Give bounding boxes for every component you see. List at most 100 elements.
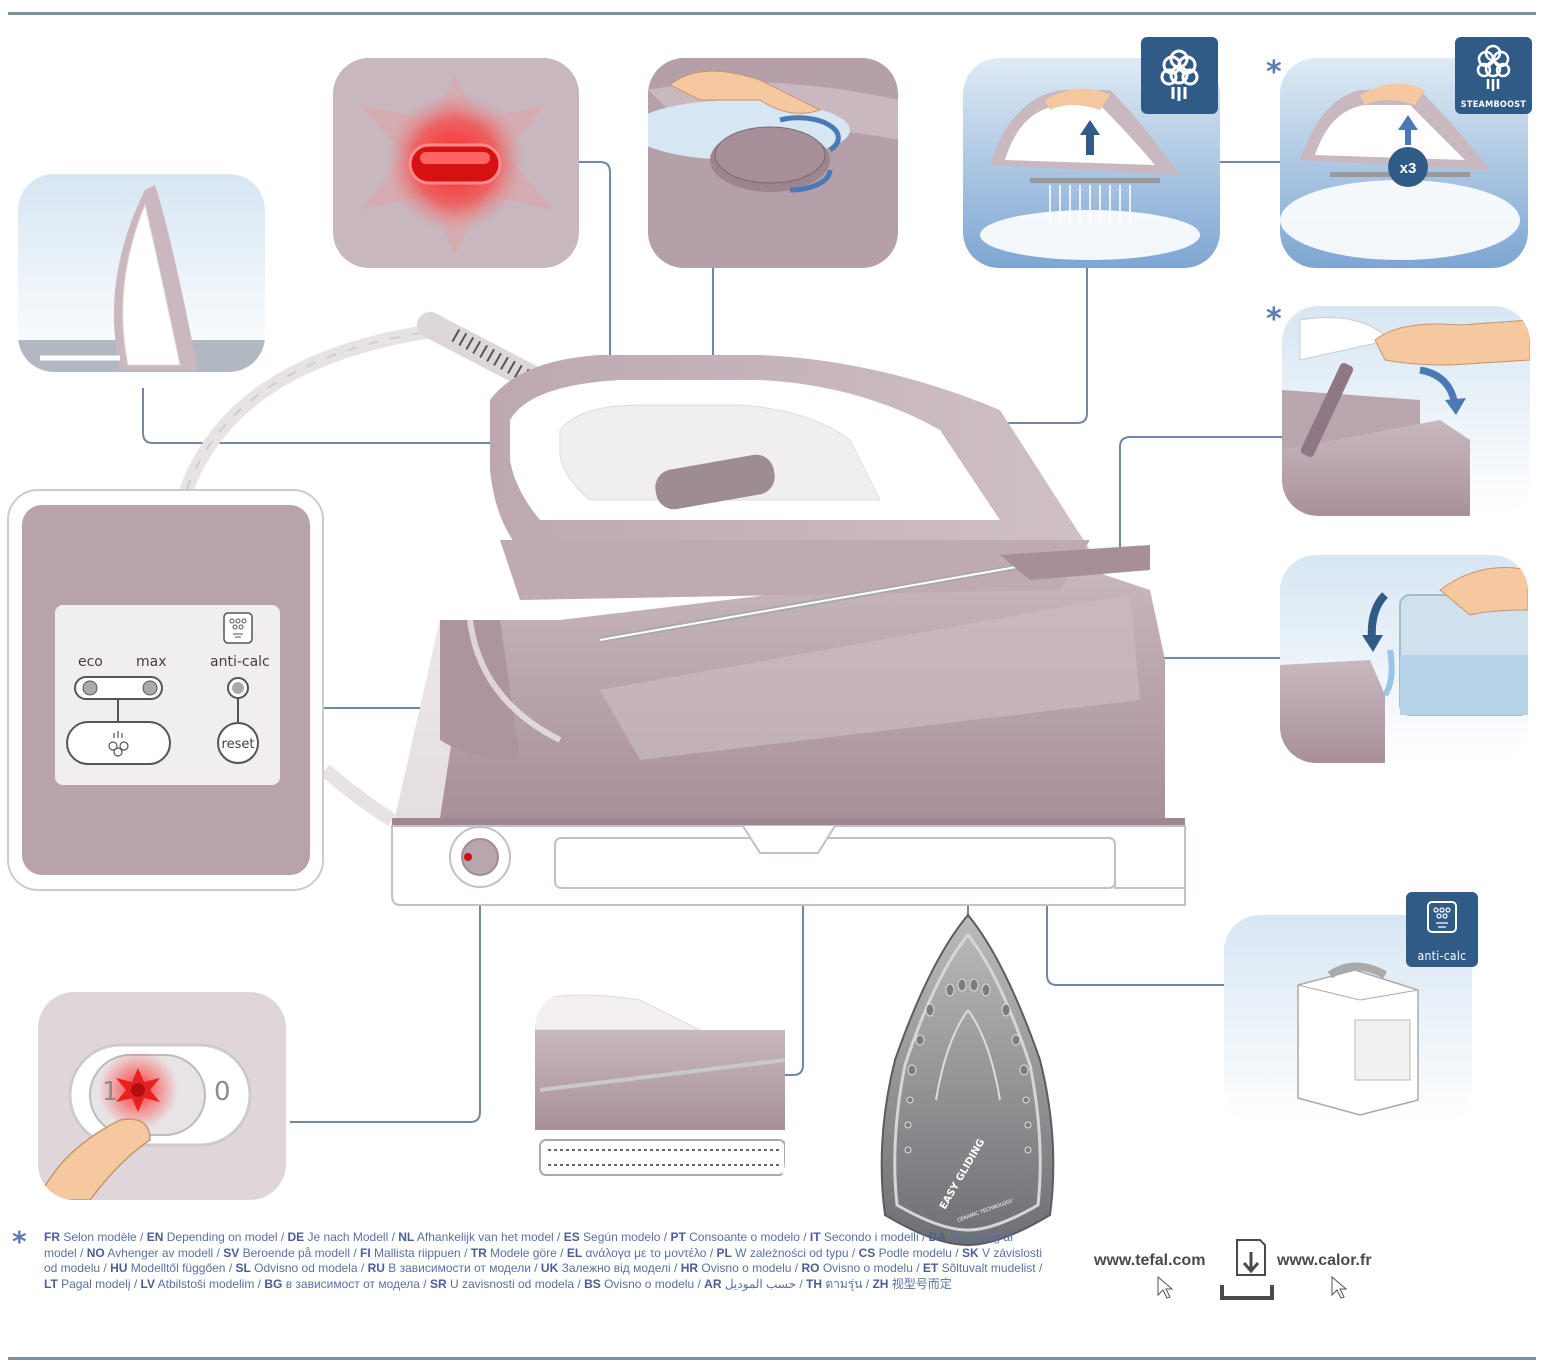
footer-lang-text: Odvisno od modela — [250, 1261, 358, 1275]
footer-model-note: FR Selon modèle / EN Depending on model … — [44, 1230, 1043, 1291]
footer-lang-text: В зависимости от модели — [384, 1261, 531, 1275]
footer-lang-code: SR — [429, 1276, 447, 1291]
switch-label-off: 0 — [214, 1077, 231, 1107]
footer-lang-code: BS — [584, 1276, 601, 1291]
footer-entry: FI Mallista riippuen — [360, 1246, 461, 1260]
footer-entry: IT Secondo i modelli — [810, 1230, 919, 1244]
footer-lang-code: CS — [858, 1245, 876, 1260]
panel-lock-lever — [1282, 306, 1530, 516]
footer-entry: SK V závislosti od modelu — [44, 1246, 1042, 1276]
leader-lock — [1119, 436, 1282, 565]
footer-lang-text: Ovisno o modelu — [819, 1261, 913, 1275]
footer-lang-text: Afhankelijk van het model — [414, 1230, 554, 1244]
reset-label: reset — [222, 737, 255, 752]
control-panel-card: eco max anti-calc reset — [7, 489, 324, 891]
steam-icon — [108, 731, 129, 757]
footer-lang-code: SL — [235, 1261, 251, 1275]
leader-steam — [770, 268, 1088, 424]
model-marker-lock: * — [1266, 302, 1282, 337]
footer-lang-text: U zavisnosti od modela — [446, 1276, 575, 1291]
footer-entry: ES Según modelo — [564, 1230, 661, 1244]
steam-boost-icon — [1476, 44, 1511, 91]
cursor-icon-2 — [1331, 1275, 1348, 1299]
footer-lang-text: Consoante o modelo — [685, 1230, 800, 1244]
steamboost-badge: STEAMBOOST — [1455, 37, 1532, 114]
footer-lang-text: Mallista riippuen — [370, 1245, 461, 1260]
footer-entry: UK Залежно від моделі — [541, 1261, 671, 1275]
footer-lang-text: Beroende på modell — [239, 1245, 350, 1260]
steam-icon — [1160, 49, 1199, 101]
footer-lang-code: FR — [44, 1230, 60, 1244]
footer-entry: DA Afhængig af model — [44, 1230, 1013, 1260]
footer-lang-text: Pagal modelį — [57, 1276, 131, 1291]
link-calor[interactable]: www.calor.fr — [1277, 1252, 1372, 1269]
footer-entry: DE Je nach Modell — [288, 1230, 389, 1244]
panel-anticalc-cartridge — [1224, 915, 1472, 1125]
footer-lang-code: EL — [566, 1245, 583, 1260]
footer-lang-code: HR — [680, 1261, 699, 1275]
panel-iron-standing — [18, 174, 265, 372]
footer-lang-code: DE — [287, 1230, 305, 1244]
anticalc-badge: anti-calc — [1406, 892, 1478, 967]
footer-lang-code: AR — [704, 1276, 722, 1291]
footer-lang-text: حسب الموديل — [721, 1276, 796, 1291]
footer-lang-text: V závislosti od modelu — [44, 1245, 1043, 1276]
footer-entry: AR حسب الموديل — [704, 1277, 796, 1291]
footer-entry: LV Atbilstoši modelim — [141, 1277, 255, 1291]
footer-lang-text: Modelltől függően — [127, 1261, 226, 1275]
leader-cord-store — [775, 853, 804, 1076]
footer-lang-text: W zależności od typu — [731, 1245, 849, 1260]
footer-lang-code: SV — [223, 1245, 240, 1260]
footer-entry: LT Pagal modelį — [44, 1277, 131, 1291]
footer-entry: EL ανάλογα με το μοντέλο — [567, 1246, 707, 1260]
leader-lines — [142, 161, 1282, 1123]
anti-calc-icon — [1427, 901, 1457, 933]
cursor-icon-1 — [1157, 1275, 1174, 1299]
footer-lang-code: EN — [146, 1230, 164, 1244]
footer-entry: ZH 视型号而定 — [872, 1277, 951, 1291]
panel-temperature-light — [333, 58, 579, 268]
footer-lang-text: Залежно від моделі — [558, 1261, 671, 1275]
model-marker-steamboost: * — [1266, 55, 1282, 90]
footer-lang-code: ZH — [872, 1276, 889, 1291]
eco-label: eco — [78, 654, 103, 670]
footer-entry: PL W zależności od typu — [717, 1246, 849, 1260]
anti-calc-icon — [223, 612, 253, 644]
footer-entry: HU Modelltől függően — [110, 1261, 225, 1275]
footer-lang-text: Depending on model — [163, 1230, 278, 1244]
footer-lang-code: NL — [398, 1230, 415, 1244]
panel-steamboost: x3 — [1280, 58, 1528, 268]
leader-light — [578, 161, 611, 470]
footer-lang-code: SK — [961, 1245, 979, 1260]
footer-lang-code: TR — [470, 1245, 487, 1260]
footer-lang-text: Afhængig af model — [44, 1230, 1014, 1260]
anticalc-label: anti-calc — [210, 654, 270, 670]
footer-lang-code: BG — [264, 1276, 283, 1291]
footer-lang-code: RO — [801, 1261, 820, 1275]
page-frame — [8, 12, 1536, 1360]
footer-entry: FR Selon modèle — [44, 1230, 137, 1244]
footer-lang-code: ET — [922, 1261, 939, 1275]
footer-lang-text: Selon modèle — [60, 1230, 137, 1244]
footer-lang-text: Podle modelu — [875, 1245, 952, 1260]
footer-lang-text: в зависимост от модела — [282, 1276, 420, 1291]
link-tefal[interactable]: www.tefal.com — [1094, 1252, 1206, 1269]
footer-lang-code: ES — [563, 1230, 580, 1244]
footer-entry: TH ตามรุ่น — [806, 1277, 862, 1291]
footer-lang-code: DA — [928, 1230, 946, 1244]
leader-switch — [290, 865, 481, 1123]
footer-entry: CS Podle modelu — [859, 1246, 952, 1260]
footer-lang-text: Avhenger av modell — [104, 1245, 214, 1260]
footer-lang-code: PL — [716, 1245, 732, 1260]
footer-lang-text: Ovisno o modelu — [698, 1261, 792, 1275]
steam-badge — [1141, 37, 1218, 114]
footer-entry: NO Avhenger av modell — [87, 1246, 214, 1260]
footer-lang-code: IT — [809, 1230, 821, 1244]
footer-lang-code: LT — [44, 1276, 58, 1291]
footer-lang-text: 视型号而定 — [888, 1276, 952, 1291]
panel-cord-storage — [535, 992, 785, 1197]
footer-entry: RU В зависимости от модели — [368, 1261, 531, 1275]
footer-entry: NL Afhankelijk van het model — [398, 1230, 553, 1244]
footer-lang-text: Sõltuvalt mudelist — [938, 1261, 1036, 1275]
